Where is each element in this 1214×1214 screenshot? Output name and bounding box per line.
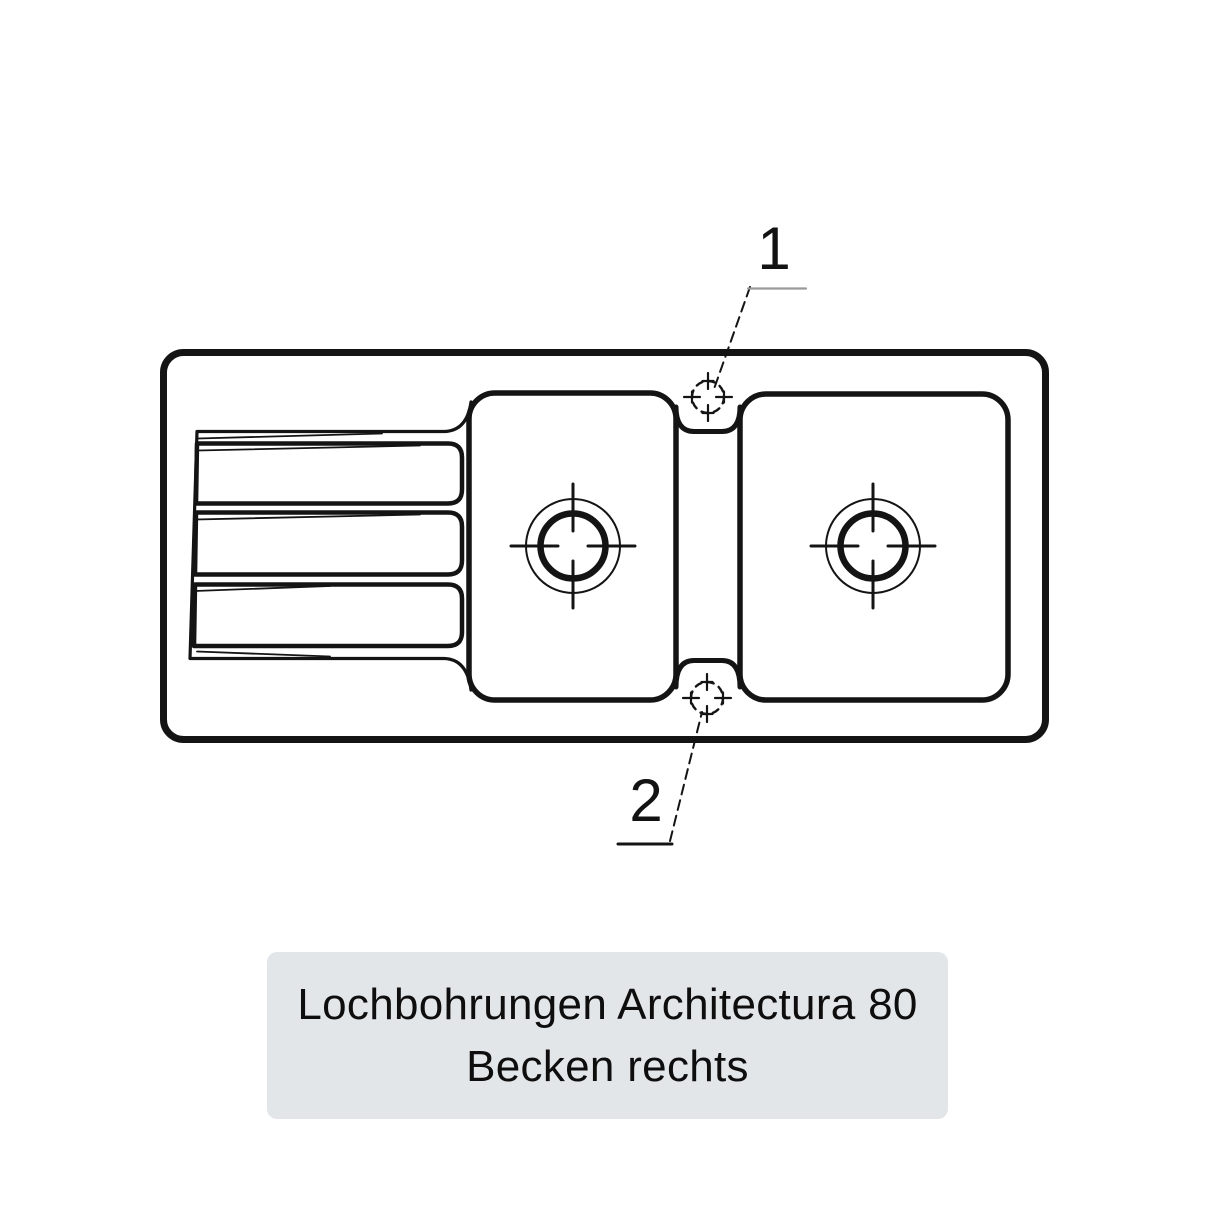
leader-line-2	[669, 711, 703, 842]
drain-right	[809, 482, 937, 610]
drainboard-slope-line-5	[196, 650, 331, 658]
drainboard-groove-1	[193, 441, 465, 506]
basin-bridge-top	[673, 404, 743, 434]
tap-hole-1-marker	[682, 371, 734, 423]
basin-bridge-bottom	[673, 658, 743, 690]
drawing-lines	[160, 286, 1049, 846]
caption-box: Lochbohrungen Architectura 80 Becken rec…	[267, 952, 948, 1119]
drainboard-slope-line-3	[195, 513, 421, 521]
caption-line-1: Lochbohrungen Architectura 80	[297, 979, 918, 1029]
basin-center	[466, 390, 679, 703]
drainboard-groove-2	[192, 510, 465, 577]
callout-2-number: 2	[629, 767, 663, 834]
tap-hole-2-marker	[681, 672, 733, 724]
drain-right-crosshair	[809, 482, 937, 610]
basin-right	[737, 391, 1011, 703]
callout-1-number: 1	[757, 215, 791, 282]
tap-hole-2-cross-ticks	[681, 672, 733, 724]
sink-outline	[160, 349, 1049, 743]
caption-line-2: Becken rechts	[466, 1041, 749, 1091]
drainboard-slope-line-1	[197, 432, 383, 440]
tap-hole-1-cross-ticks	[682, 371, 734, 423]
drainboard-groove-3	[191, 582, 465, 649]
drain-center	[509, 482, 637, 610]
drainboard-slope-line-4	[194, 585, 331, 592]
leader-line-1	[713, 286, 751, 390]
drainboard-slope-line-2	[197, 444, 421, 452]
drain-center-crosshair	[509, 482, 637, 610]
